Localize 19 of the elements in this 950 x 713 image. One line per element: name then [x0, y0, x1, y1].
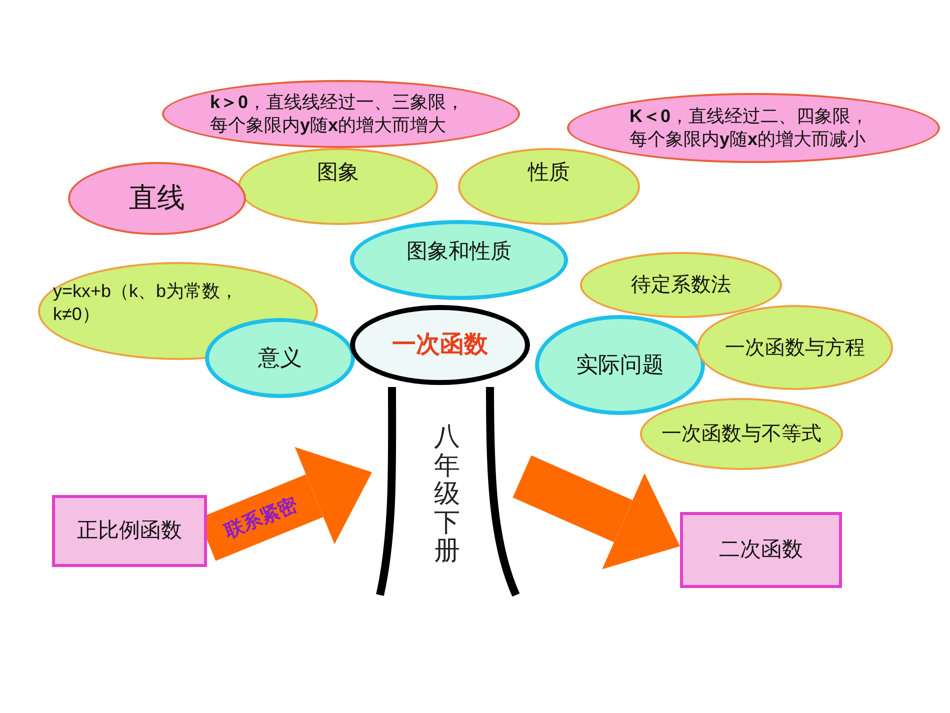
- node-label: 正比例函数: [77, 518, 182, 544]
- node-label: 二次函数: [719, 537, 803, 564]
- node-label: 一次函数与方程: [725, 336, 865, 360]
- node-label: 图象: [317, 160, 359, 186]
- node-label: 意义: [258, 344, 302, 372]
- vertical-label: 八年级下册: [434, 422, 460, 565]
- node-label: 性质: [528, 160, 570, 186]
- node-label: 一次函数与不等式: [662, 422, 822, 447]
- node-label: 图象和性质: [406, 239, 512, 266]
- node-label: 一次函数: [392, 330, 488, 360]
- node-label: 实际问题: [576, 350, 664, 379]
- node-label: K＜0，直线经过二、四象限，每个象限内y随x的增大而减小: [630, 104, 870, 151]
- node-label: k＞0，直线线经过一、三象限，每个象限内y随x的增大而增大: [210, 90, 466, 137]
- edge-label: 联系紧密: [220, 493, 301, 544]
- node-label: y=kx+b（k、b为常数，k≠0）: [53, 280, 240, 326]
- process-box: [52, 495, 207, 567]
- node-label: 待定系数法: [631, 273, 731, 298]
- node-label: 直线: [129, 181, 185, 216]
- process-box: [680, 512, 842, 588]
